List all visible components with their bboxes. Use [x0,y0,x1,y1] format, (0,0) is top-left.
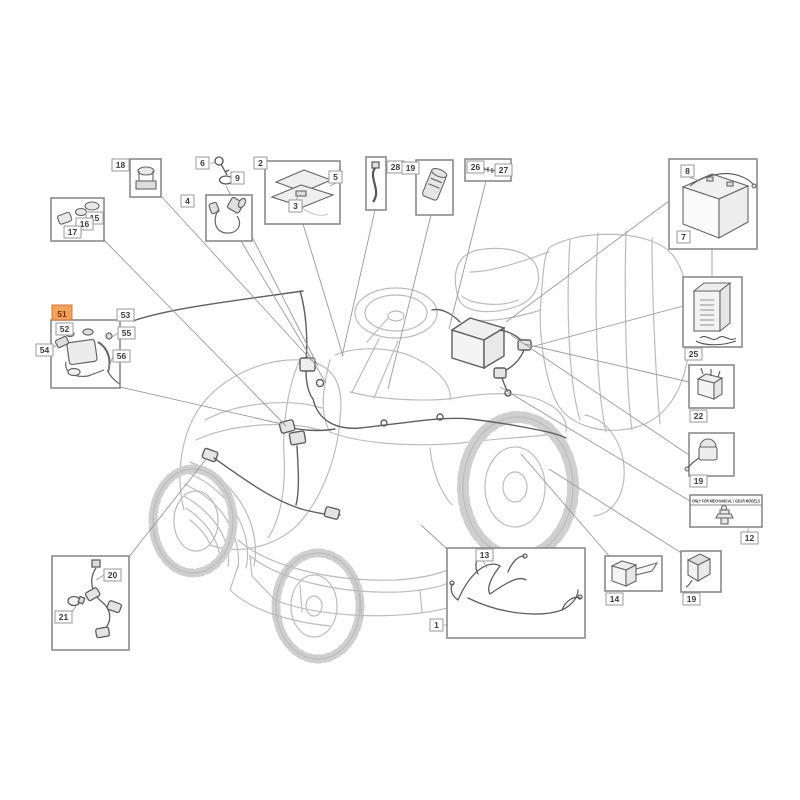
part-label-1[interactable]: 1 [429,618,444,632]
leader-lines [103,180,713,559]
svg-text:18: 18 [116,160,126,170]
part-label-19[interactable]: 19 [401,161,420,175]
svg-text:51: 51 [57,309,67,319]
part-label-51[interactable]: 51 [51,304,73,321]
callout-box-28 [365,156,387,211]
part-label-52[interactable]: 52 [55,322,74,336]
svg-text:20: 20 [108,570,118,580]
part-label-17[interactable]: 17 [63,225,82,239]
svg-text:9: 9 [235,173,240,183]
part-label-28[interactable]: 28 [386,160,405,174]
part-label-54[interactable]: 54 [35,343,54,357]
part-label-56[interactable]: 56 [112,349,131,363]
svg-text:3: 3 [293,201,298,211]
callout-box-18 [129,158,162,198]
svg-text:14: 14 [610,594,620,604]
svg-text:2: 2 [258,158,263,168]
part-label-14[interactable]: 14 [605,592,624,606]
part-label-4[interactable]: 4 [180,194,195,208]
svg-text:53: 53 [121,310,131,320]
part-label-55[interactable]: 55 [117,326,136,340]
part-19-right-illustration [684,438,718,472]
part-label-19[interactable]: 19 [689,474,708,488]
part-label-22[interactable]: 22 [689,409,708,423]
svg-text:8: 8 [685,166,690,176]
svg-text:28: 28 [391,162,401,172]
part-label-3[interactable]: 3 [288,199,303,213]
svg-text:15: 15 [90,213,100,223]
svg-text:22: 22 [694,411,704,421]
svg-text:16: 16 [80,219,90,229]
part-4-illustration [208,196,247,234]
note-mechanical-gear-models: ONLY FOR MECHANICAL / GEAR MODELS [692,499,760,504]
part-25-charger-illustration [692,281,737,346]
part-51-group-illustration [54,328,121,385]
svg-text:26: 26 [471,162,481,172]
svg-text:7: 7 [681,232,686,242]
part-label-26[interactable]: 26 [466,160,485,174]
part-18-illustration [135,166,157,190]
part-label-25[interactable]: 25 [684,347,703,361]
part-label-5[interactable]: 5 [328,170,343,184]
part-19-bottom-illustration [685,553,712,588]
callout-box-1-13 [446,547,586,639]
svg-text:19: 19 [406,163,416,173]
svg-text:52: 52 [60,324,70,334]
part-20-21-headlight-illustration [67,559,123,639]
part-label-6[interactable]: 6 [195,156,210,170]
part-22-illustration [696,367,724,400]
svg-text:12: 12 [745,533,755,543]
part-1-13-harness-illustration [449,550,583,615]
svg-text:17: 17 [68,227,78,237]
part-label-53[interactable]: 53 [116,308,135,322]
part-6-key-illustration [214,156,234,185]
part-12-illustration [715,504,734,525]
part-label-19[interactable]: 19 [682,592,701,606]
svg-text:54: 54 [40,345,50,355]
svg-text:1: 1 [434,620,439,630]
svg-text:56: 56 [117,351,127,361]
svg-text:4: 4 [185,196,190,206]
svg-text:13: 13 [480,550,490,560]
svg-text:6: 6 [200,158,205,168]
svg-text:25: 25 [689,349,699,359]
svg-text:19: 19 [687,594,697,604]
part-14-illustration [610,560,659,587]
part-label-9[interactable]: 9 [230,171,245,185]
callout-boxes [50,156,763,651]
svg-text:21: 21 [59,612,69,622]
part-7-8-battery-illustration [681,173,757,239]
part-label-13[interactable]: 13 [475,548,494,562]
svg-text:5: 5 [333,172,338,182]
part-label-7[interactable]: 7 [676,230,691,244]
part-19-top-illustration [422,168,448,201]
part-label-21[interactable]: 21 [54,610,73,624]
part-28-illustration [371,161,380,203]
tractor-illustration [148,230,691,664]
wiring-on-tractor [132,290,567,520]
part-label-18[interactable]: 18 [111,158,130,172]
part-label-27[interactable]: 27 [494,163,513,177]
part-label-12[interactable]: 12 [740,531,759,545]
svg-text:55: 55 [122,328,132,338]
svg-text:19: 19 [694,476,704,486]
part-label-8[interactable]: 8 [680,164,695,178]
part-label-20[interactable]: 20 [103,568,122,582]
part-label-2[interactable]: 2 [253,156,268,170]
svg-text:27: 27 [499,165,509,175]
